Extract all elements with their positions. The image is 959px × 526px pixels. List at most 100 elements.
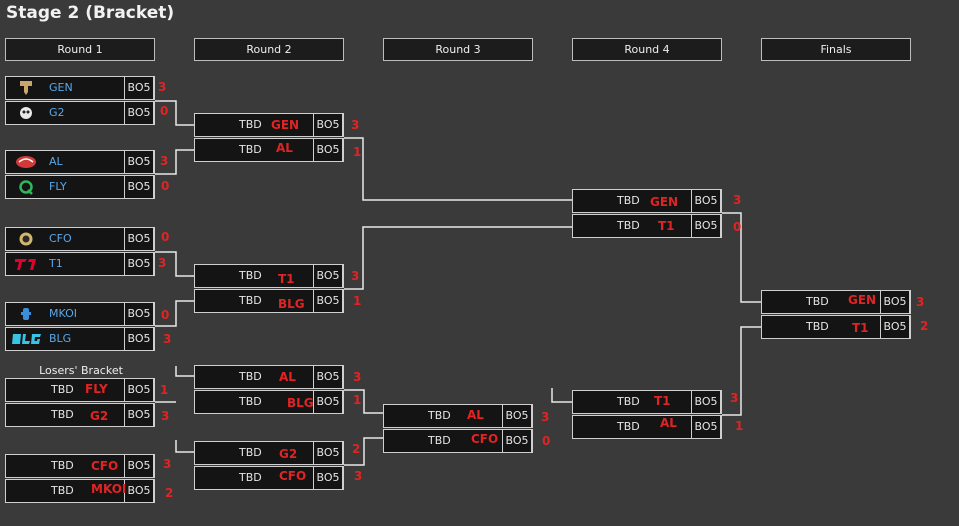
- score-annotation: 2: [165, 486, 174, 500]
- round-header-1: Round 1: [5, 38, 155, 61]
- r2-slot[interactable]: TBD BO5: [194, 365, 344, 389]
- score-annotation: 1: [160, 383, 169, 397]
- r1-slot-al[interactable]: AL BO5: [5, 150, 155, 174]
- r2-slot[interactable]: TBD BO5: [194, 466, 344, 490]
- r2-slot[interactable]: TBD BO5: [194, 264, 344, 288]
- finals-slot[interactable]: TBD BO5: [761, 290, 911, 314]
- team-annotation: T1: [278, 272, 295, 286]
- score-annotation: 3: [160, 154, 169, 168]
- r1-slot-cfo[interactable]: CFO BO5: [5, 227, 155, 251]
- team-name: FLY: [49, 180, 67, 193]
- score-annotation: 3: [158, 80, 167, 94]
- score-annotation: 3: [158, 256, 167, 270]
- round-header-4: Round 4: [572, 38, 722, 61]
- r2-slot[interactable]: TBD BO5: [194, 138, 344, 162]
- team-annotation: AL: [276, 141, 293, 155]
- r4-slot[interactable]: TBD BO5: [572, 415, 722, 439]
- format-badge: BO5: [124, 150, 154, 174]
- format-badge: BO5: [691, 214, 721, 238]
- team-annotation: MKOI: [91, 482, 127, 496]
- team-name: AL: [49, 155, 63, 168]
- score-annotation: 3: [916, 295, 925, 309]
- format-badge: BO5: [124, 227, 154, 251]
- r2-slot[interactable]: TBD BO5: [194, 390, 344, 414]
- r4-slot[interactable]: TBD BO5: [572, 390, 722, 414]
- score-annotation: 3: [163, 457, 172, 471]
- team-name: MKOI: [49, 307, 78, 320]
- format-badge: BO5: [502, 404, 532, 428]
- slot-tbd: TBD: [239, 294, 262, 307]
- r2-slot[interactable]: TBD BO5: [194, 441, 344, 465]
- score-annotation: 3: [163, 332, 172, 346]
- r2-slot[interactable]: TBD BO5: [194, 113, 344, 137]
- format-badge: BO5: [124, 302, 154, 326]
- score-annotation: 1: [353, 145, 362, 159]
- team-annotation: G2: [279, 447, 298, 461]
- format-badge: BO5: [124, 101, 154, 125]
- r2-slot[interactable]: TBD BO5: [194, 289, 344, 313]
- fly-logo-icon: [19, 180, 33, 195]
- r1-slot-gen[interactable]: GEN BO5: [5, 76, 155, 100]
- r3-slot[interactable]: TBD BO5: [383, 429, 533, 453]
- score-annotation: 3: [733, 193, 742, 207]
- page-title: Stage 2 (Bracket): [6, 3, 175, 23]
- r4-slot[interactable]: TBD BO5: [572, 189, 722, 213]
- format-badge: BO5: [313, 441, 343, 465]
- slot-tbd: TBD: [239, 269, 262, 282]
- t1-logo-icon: [15, 259, 36, 270]
- team-annotation: AL: [279, 370, 296, 384]
- format-badge: BO5: [124, 327, 154, 351]
- g2-logo-icon: [20, 107, 32, 119]
- r4-slot[interactable]: TBD BO5: [572, 214, 722, 238]
- score-annotation: 0: [161, 179, 170, 193]
- cfo-logo-icon: [19, 232, 33, 246]
- score-annotation: 3: [541, 410, 550, 424]
- team-annotation: BLG: [278, 297, 305, 311]
- slot-tbd: TBD: [617, 219, 640, 232]
- r1-slot-fly[interactable]: FLY BO5: [5, 175, 155, 199]
- finals-slot[interactable]: TBD BO5: [761, 315, 911, 339]
- format-badge: BO5: [124, 252, 154, 276]
- format-badge: BO5: [880, 315, 910, 339]
- format-badge: BO5: [313, 289, 343, 313]
- slot-tbd: TBD: [239, 370, 262, 383]
- lb-r1-slot[interactable]: TBD BO5: [5, 378, 155, 402]
- score-annotation: 0: [160, 104, 169, 118]
- slot-tbd: TBD: [51, 484, 74, 497]
- format-badge: BO5: [124, 76, 154, 100]
- round-header-3: Round 3: [383, 38, 533, 61]
- team-annotation: AL: [467, 408, 484, 422]
- format-badge: BO5: [313, 264, 343, 288]
- team-annotation: CFO: [279, 469, 307, 483]
- team-name: BLG: [49, 332, 72, 345]
- score-annotation: 2: [352, 442, 361, 456]
- slot-tbd: TBD: [51, 383, 74, 396]
- slot-tbd: TBD: [239, 143, 262, 156]
- team-name: GEN: [49, 81, 73, 94]
- r1-slot-mkoi[interactable]: MKOI BO5: [5, 302, 155, 326]
- team-annotation: GEN: [650, 195, 679, 209]
- lb-r1-slot[interactable]: TBD BO5: [5, 403, 155, 427]
- gen-logo-icon: [20, 81, 32, 95]
- team-name: CFO: [49, 232, 72, 245]
- slot-tbd: TBD: [239, 118, 262, 131]
- slot-tbd: TBD: [239, 471, 262, 484]
- r1-slot-g2[interactable]: G2 BO5: [5, 101, 155, 125]
- blg-logo-icon: [12, 334, 41, 344]
- score-annotation: 1: [353, 294, 362, 308]
- mkoi-logo-icon: [21, 308, 31, 320]
- lb-r1-slot[interactable]: TBD BO5: [5, 479, 155, 503]
- team-name: T1: [49, 257, 63, 270]
- slot-tbd: TBD: [239, 395, 262, 408]
- format-badge: BO5: [313, 390, 343, 414]
- r3-slot[interactable]: TBD BO5: [383, 404, 533, 428]
- lb-r1-slot[interactable]: TBD BO5: [5, 454, 155, 478]
- losers-bracket-label: Losers' Bracket: [39, 364, 123, 377]
- r1-slot-t1[interactable]: T1 BO5: [5, 252, 155, 276]
- score-annotation: 0: [542, 434, 551, 448]
- team-annotation: BLG: [287, 396, 314, 410]
- r1-slot-blg[interactable]: BLG BO5: [5, 327, 155, 351]
- score-annotation: 3: [353, 370, 362, 384]
- format-badge: BO5: [124, 175, 154, 199]
- format-badge: BO5: [691, 390, 721, 414]
